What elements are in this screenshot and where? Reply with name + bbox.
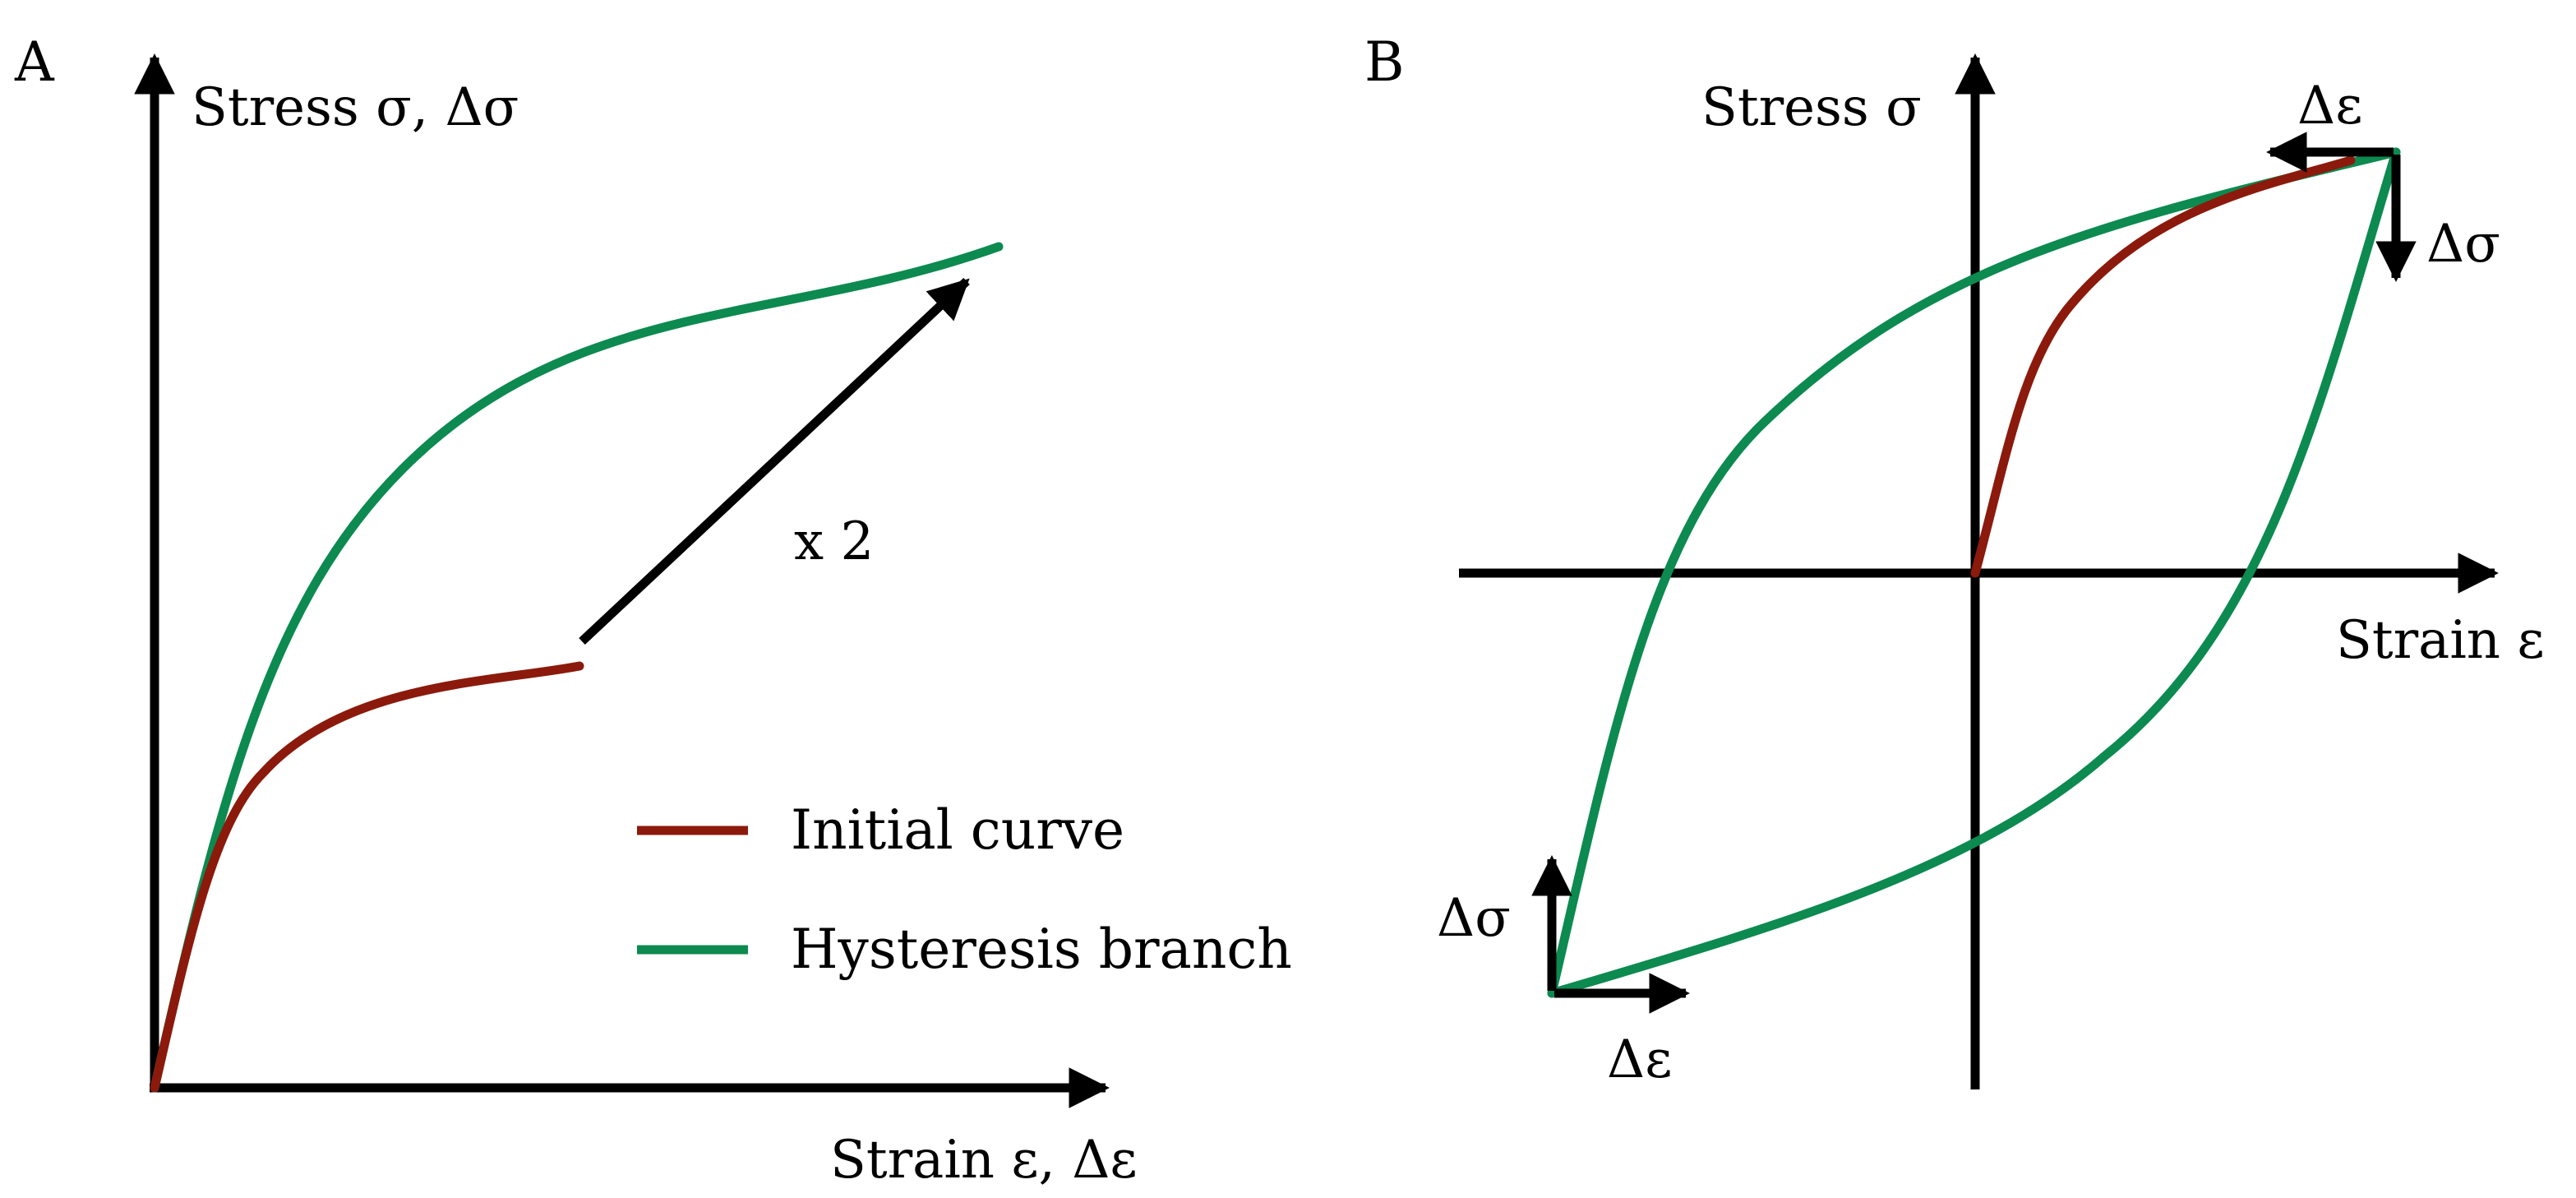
panel-a-scale-annotation: x 2	[794, 511, 874, 572]
panel-b-bottom-left-delta-stress-label: Δσ	[1437, 888, 1511, 949]
panel-b-hysteresis-lower-branch	[1547, 147, 2401, 998]
legend-hysteresis-branch-label: Hysteresis branch	[791, 918, 1292, 981]
panel-b-letter: B	[1364, 30, 1405, 94]
panel-a-letter: A	[14, 30, 55, 94]
legend-initial-curve-label: Initial curve	[791, 798, 1124, 862]
panel-b-bottom-left-delta-strain-label: Δε	[1607, 1029, 1672, 1090]
panel-a-initial-curve	[150, 661, 584, 1093]
panel-a-hysteresis-branch	[150, 242, 1004, 1093]
panel-b-initial-curve	[1970, 155, 2356, 578]
panel-a-scale-arrow	[579, 277, 970, 645]
panel-a-x-axis-label: Strain ε, Δε	[830, 1130, 1138, 1191]
panel-a-y-axis-label: Stress σ, Δσ	[192, 77, 519, 138]
panel-b-x-axis-label: Strain ε	[2336, 610, 2545, 671]
panel-b: B Stress σ Strain ε Δε Δσ Δσ Δε	[1364, 30, 2545, 1090]
panel-b-top-right-delta-stress-label: Δσ	[2426, 214, 2500, 275]
legend: Initial curve Hysteresis branch	[637, 798, 1292, 981]
panel-b-top-right-delta-strain-label: Δε	[2297, 76, 2362, 136]
panel-b-y-axis-label: Stress σ	[1701, 77, 1922, 138]
panel-a: A Stress σ, Δσ Strain ε, Δε x 2 Initial …	[14, 30, 1292, 1191]
panel-b-hysteresis-upper-branch	[1547, 147, 2401, 998]
